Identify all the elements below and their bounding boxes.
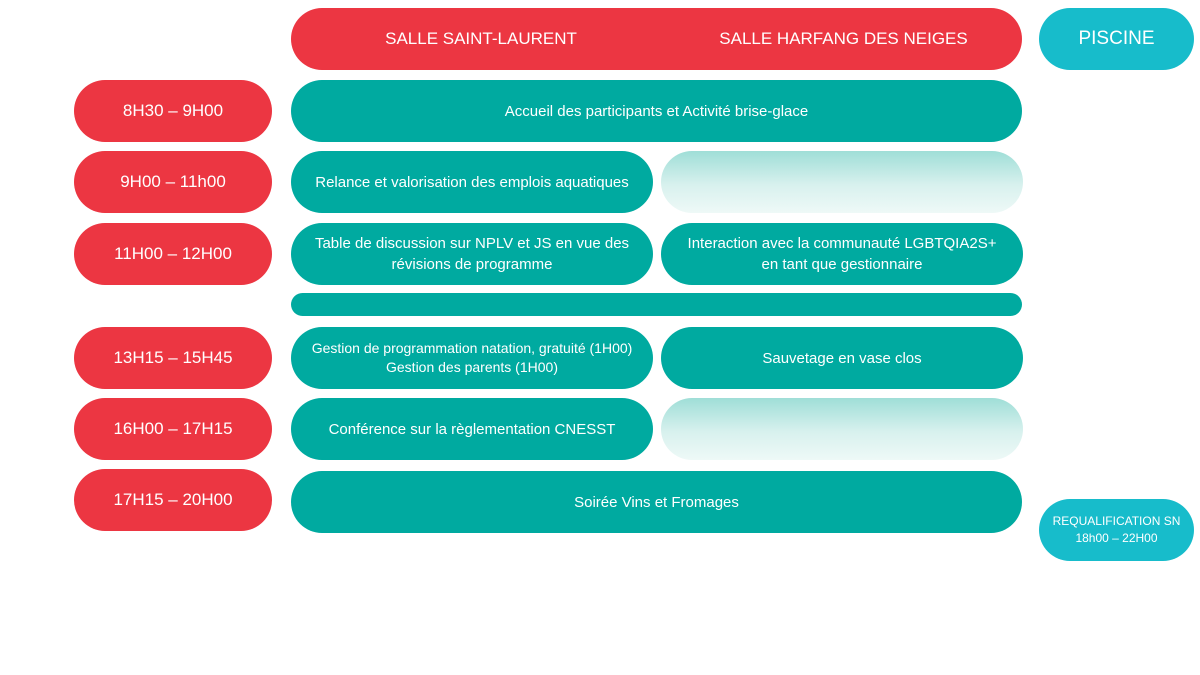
session-swim-line1: Gestion de programmation natation, gratu… <box>311 340 633 356</box>
room-saint-laurent-label: SALLE SAINT-LAURENT <box>385 29 577 48</box>
lunch-bar <box>291 293 1022 316</box>
session-nplv: Table de discussion sur NPLV et JS en vu… <box>291 223 653 285</box>
time-slot-1: 8H30 – 9H00 <box>74 80 272 142</box>
session-nplv-line1: Table de discussion sur NPLV et JS en vu… <box>314 235 630 252</box>
session-lgbtq-line1: Interaction avec la communauté LGBTQIA2S… <box>687 235 997 252</box>
session-cnesst: Conférence sur la règlementation CNESST <box>291 398 653 460</box>
room-harfang-label: SALLE HARFANG DES NEIGES <box>719 29 968 48</box>
session-wine-cheese: Soirée Vins et Fromages <box>291 471 1022 533</box>
session-nplv-line2: révisions de programme <box>391 256 553 273</box>
session-welcome: Accueil des participants et Activité bri… <box>291 80 1022 142</box>
time-slot-4: 13H15 – 15H45 <box>74 327 272 389</box>
session-swim-programming: Gestion de programmation natation, gratu… <box>291 327 653 389</box>
pool-requalification-line2: 18h00 – 22H00 <box>1075 531 1158 545</box>
time-slot-6: 17H15 – 20H00 <box>74 469 272 531</box>
session-aquatic-jobs: Relance et valorisation des emplois aqua… <box>291 151 653 213</box>
empty-slot-2 <box>661 398 1023 460</box>
session-swim-line2: Gestion des parents (1H00) <box>386 359 558 375</box>
session-lgbtq-line2: en tant que gestionnaire <box>761 256 923 273</box>
pool-requalification: REQUALIFICATION SN 18h00 – 22H00 <box>1039 499 1194 561</box>
time-slot-3: 11H00 – 12H00 <box>74 223 272 285</box>
pool-requalification-line1: REQUALIFICATION SN <box>1052 514 1181 528</box>
session-rescue: Sauvetage en vase clos <box>661 327 1023 389</box>
time-slot-2: 9H00 – 11h00 <box>74 151 272 213</box>
time-slot-5: 16H00 – 17H15 <box>74 398 272 460</box>
empty-slot-1 <box>661 151 1023 213</box>
pool-header: PISCINE <box>1039 8 1194 70</box>
rooms-header: SALLE SAINT-LAURENT SALLE HARFANG DES NE… <box>291 8 1022 70</box>
session-lgbtq: Interaction avec la communauté LGBTQIA2S… <box>661 223 1023 285</box>
